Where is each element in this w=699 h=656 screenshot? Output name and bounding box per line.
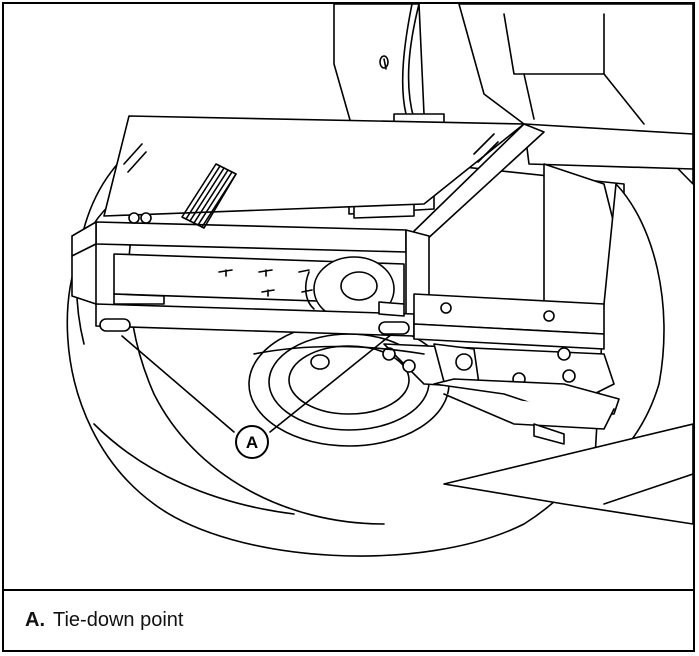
callout-leaders [121, 333, 393, 433]
tie-down-drawing: A [66, 4, 693, 557]
tie-down-slot-left [99, 318, 131, 332]
axle-hardware [253, 343, 620, 445]
mounting-bracket [71, 115, 545, 325]
callout-a-letter: A [246, 433, 258, 452]
caption-divider [4, 589, 693, 591]
tie-down-slot-right [378, 321, 410, 335]
callout-a: A [235, 425, 269, 459]
legend-entry-a: A. Tie-down point [4, 591, 693, 650]
machine-body [333, 4, 693, 525]
wheel-hub [248, 321, 450, 447]
tie-down-illustration: A [4, 4, 693, 589]
legend-text: Tie-down point [53, 609, 184, 631]
legend-key: A. [25, 609, 45, 631]
frame-rail [95, 293, 605, 350]
